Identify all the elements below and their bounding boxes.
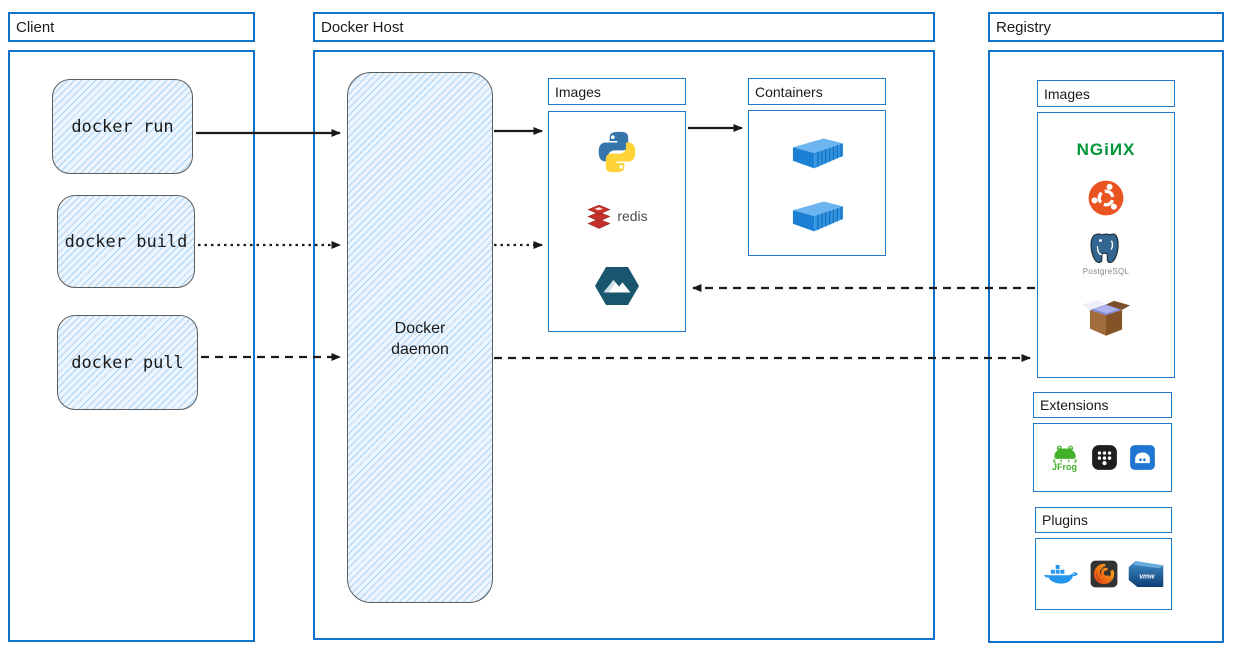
redis-icon — [587, 204, 611, 229]
appliance-icon — [1129, 445, 1155, 470]
plugins-label-box: Plugins — [1035, 507, 1172, 533]
extensions-icons-row: JFrog — [1033, 423, 1172, 492]
docker-daemon-box — [347, 72, 493, 603]
docker-daemon-label: Docker daemon — [391, 320, 449, 358]
ubuntu-icon — [1087, 179, 1125, 217]
container-icon — [791, 136, 845, 170]
host-images-title: Images — [555, 83, 601, 100]
docker-host-title-box: Docker Host — [313, 12, 935, 42]
apps-grid-icon — [1091, 445, 1117, 470]
registry-title-box: Registry — [988, 12, 1224, 42]
docker-host-title: Docker Host — [321, 18, 404, 36]
docker-run-label: docker run — [71, 116, 174, 137]
docker-run-box: docker run — [52, 79, 193, 174]
postgresql-icon — [1090, 233, 1119, 264]
plugins-title: Plugins — [1042, 512, 1088, 528]
docker-pull-box: docker pull — [57, 315, 198, 410]
jfrog-label: JFrog — [1051, 462, 1077, 472]
open-box-icon — [1081, 296, 1131, 338]
redis-logo-group: redis — [548, 200, 686, 232]
client-title: Client — [16, 18, 55, 36]
redis-label: redis — [617, 208, 648, 224]
nginx-logo: NGiИX — [1076, 140, 1136, 159]
jfrog-icon: JFrog — [1050, 444, 1080, 472]
registry-images-label-box: Images — [1037, 80, 1175, 107]
containers-box — [748, 110, 886, 256]
python-icon — [595, 130, 639, 174]
host-images-label-box: Images — [548, 78, 686, 105]
docker-whale-icon — [1043, 564, 1078, 584]
containers-label-box: Containers — [748, 78, 886, 105]
plugins-icons-row: vmw — [1035, 538, 1172, 610]
postgresql-logo-group: PostgreSQL — [1072, 228, 1140, 280]
extensions-label-box: Extensions — [1033, 392, 1172, 418]
mountain-hexagon-icon — [593, 264, 641, 308]
client-title-box: Client — [8, 12, 255, 42]
docker-build-label: docker build — [64, 231, 188, 252]
containers-title: Containers — [755, 83, 823, 100]
container-icon — [791, 199, 845, 233]
extensions-title: Extensions — [1040, 397, 1109, 413]
docker-pull-label: docker pull — [71, 352, 184, 373]
grafana-icon — [1090, 560, 1117, 588]
postgresql-label: PostgreSQL — [1082, 267, 1130, 276]
registry-title: Registry — [996, 18, 1052, 36]
vmware-icon: vmw — [1128, 561, 1163, 587]
vmware-label: vmw — [1139, 573, 1155, 580]
registry-images-title: Images — [1044, 85, 1090, 102]
docker-build-box: docker build — [57, 195, 195, 288]
